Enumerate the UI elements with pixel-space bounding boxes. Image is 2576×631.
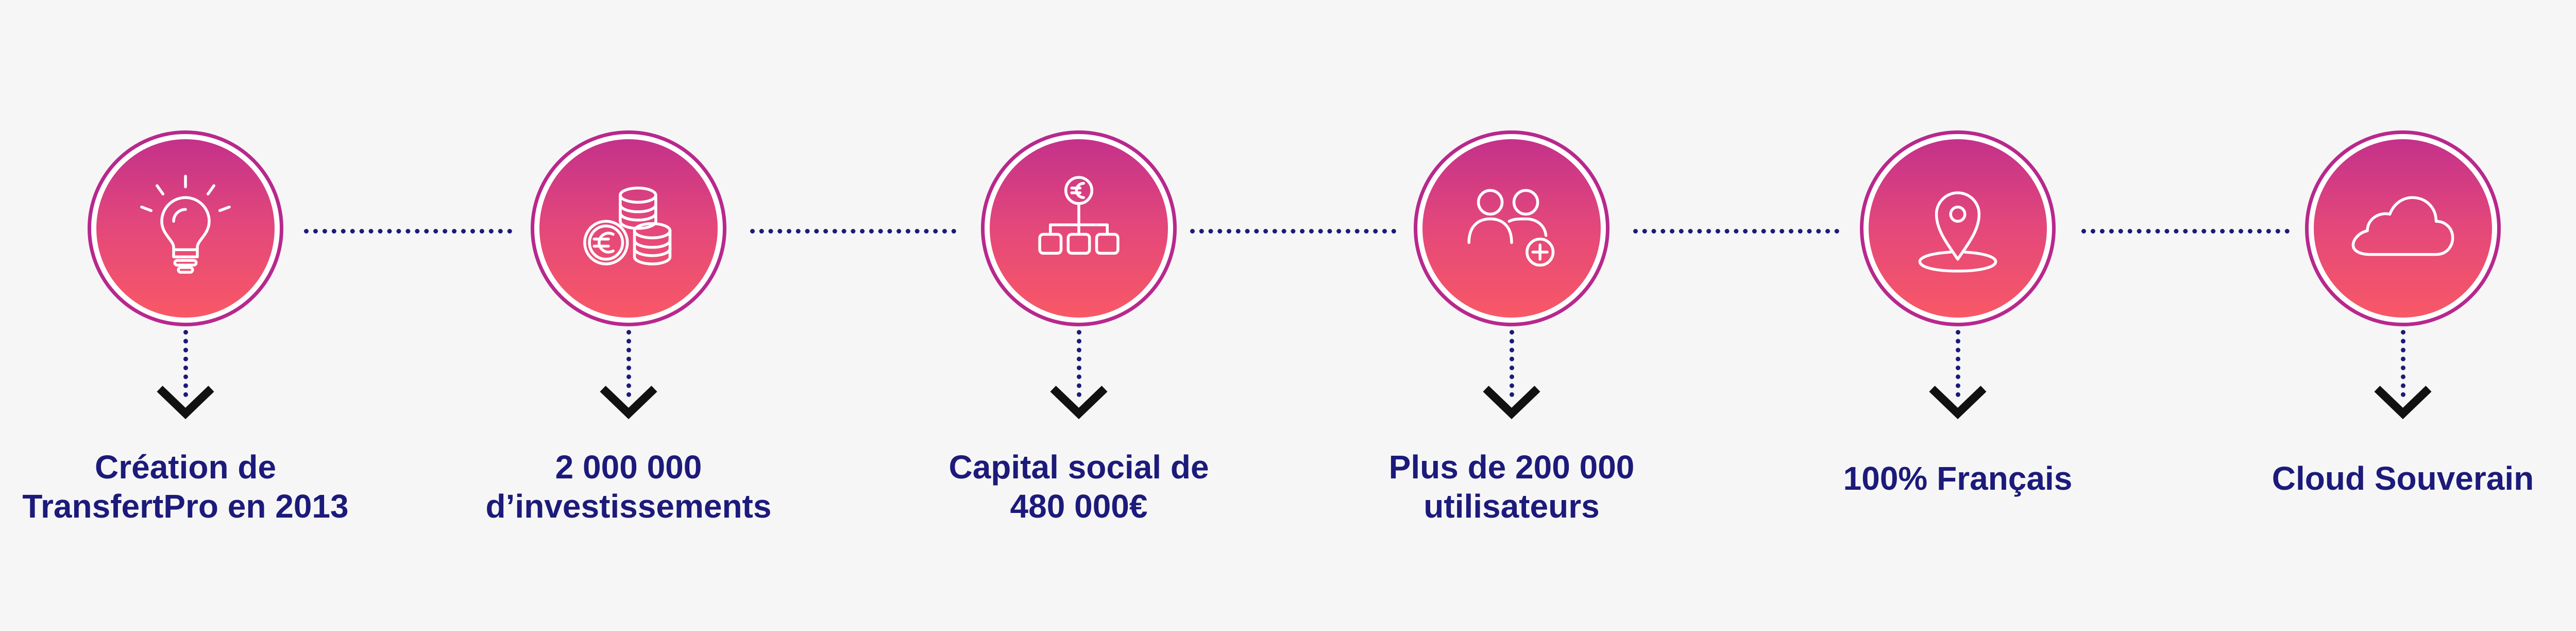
chevron-down-icon — [157, 386, 214, 420]
label-line: Plus de 200 000 — [1388, 449, 1635, 486]
drop-line — [1077, 330, 1081, 397]
connector-2-3 — [750, 229, 956, 234]
label-line: Capital social de — [948, 449, 1209, 486]
milestone-label: 100% Français — [1700, 459, 2215, 498]
chevron-down-icon — [600, 386, 657, 420]
label-line: 100% Français — [1843, 460, 2073, 497]
drop-line — [1956, 330, 1960, 397]
milestone-cloud: Cloud Souverain — [2145, 0, 2576, 631]
drop-line — [626, 330, 631, 397]
chevron-down-icon — [1929, 386, 1987, 420]
label-line: 2 000 000 — [555, 449, 702, 486]
location-pin-icon — [1918, 191, 1997, 273]
milestone-label: Création de TransfertPro en 2013 — [0, 447, 443, 526]
drop-line — [2401, 330, 2405, 397]
milestone-creation: Création de TransfertPro en 2013 — [0, 0, 443, 631]
chevron-down-icon — [2374, 386, 2432, 420]
milestone-capital: Capital social de 480 000€ — [821, 0, 1336, 631]
cloud-icon — [2351, 196, 2454, 256]
drop-line — [1510, 330, 1514, 397]
milestone-badge — [1860, 130, 2056, 326]
milestone-french: 100% Français — [1700, 0, 2215, 631]
milestone-badge — [2305, 130, 2501, 326]
label-line: TransfertPro en 2013 — [22, 488, 349, 525]
milestone-label: Plus de 200 000 utilisateurs — [1254, 447, 1769, 526]
milestone-badge — [531, 130, 726, 326]
milestone-disc — [990, 139, 1168, 318]
connector-1-2 — [304, 229, 512, 234]
milestone-disc — [1869, 139, 2047, 318]
milestone-disc — [539, 139, 718, 318]
users-add-icon — [1467, 189, 1555, 267]
milestone-label: 2 000 000 d’investissements — [371, 447, 886, 526]
connector-4-5 — [1633, 229, 1839, 234]
euro-coins-icon — [583, 187, 672, 265]
label-line: utilisateurs — [1423, 488, 1600, 525]
chevron-down-icon — [1483, 386, 1540, 420]
milestone-disc — [1422, 139, 1601, 318]
label-line: 480 000€ — [1010, 488, 1148, 525]
label-line: d’investissements — [485, 488, 772, 525]
chevron-down-icon — [1050, 386, 1108, 420]
milestone-investments: 2 000 000 d’investissements — [371, 0, 886, 631]
milestone-disc — [2314, 139, 2492, 318]
label-line: Création de — [94, 449, 277, 486]
milestone-badge — [1414, 130, 1609, 326]
label-line: Cloud Souverain — [2272, 460, 2534, 497]
milestone-disc — [96, 139, 275, 318]
lightbulb-icon — [140, 175, 231, 274]
drop-line — [183, 330, 188, 397]
milestone-users: Plus de 200 000 utilisateurs — [1254, 0, 1769, 631]
milestone-label: Cloud Souverain — [2145, 459, 2576, 498]
euro-org-chart-icon — [1038, 176, 1120, 255]
milestone-label: Capital social de 480 000€ — [821, 447, 1336, 526]
connector-5-6 — [2081, 229, 2290, 234]
milestone-badge — [88, 130, 283, 326]
connector-3-4 — [1190, 229, 1396, 234]
milestone-badge — [981, 130, 1177, 326]
